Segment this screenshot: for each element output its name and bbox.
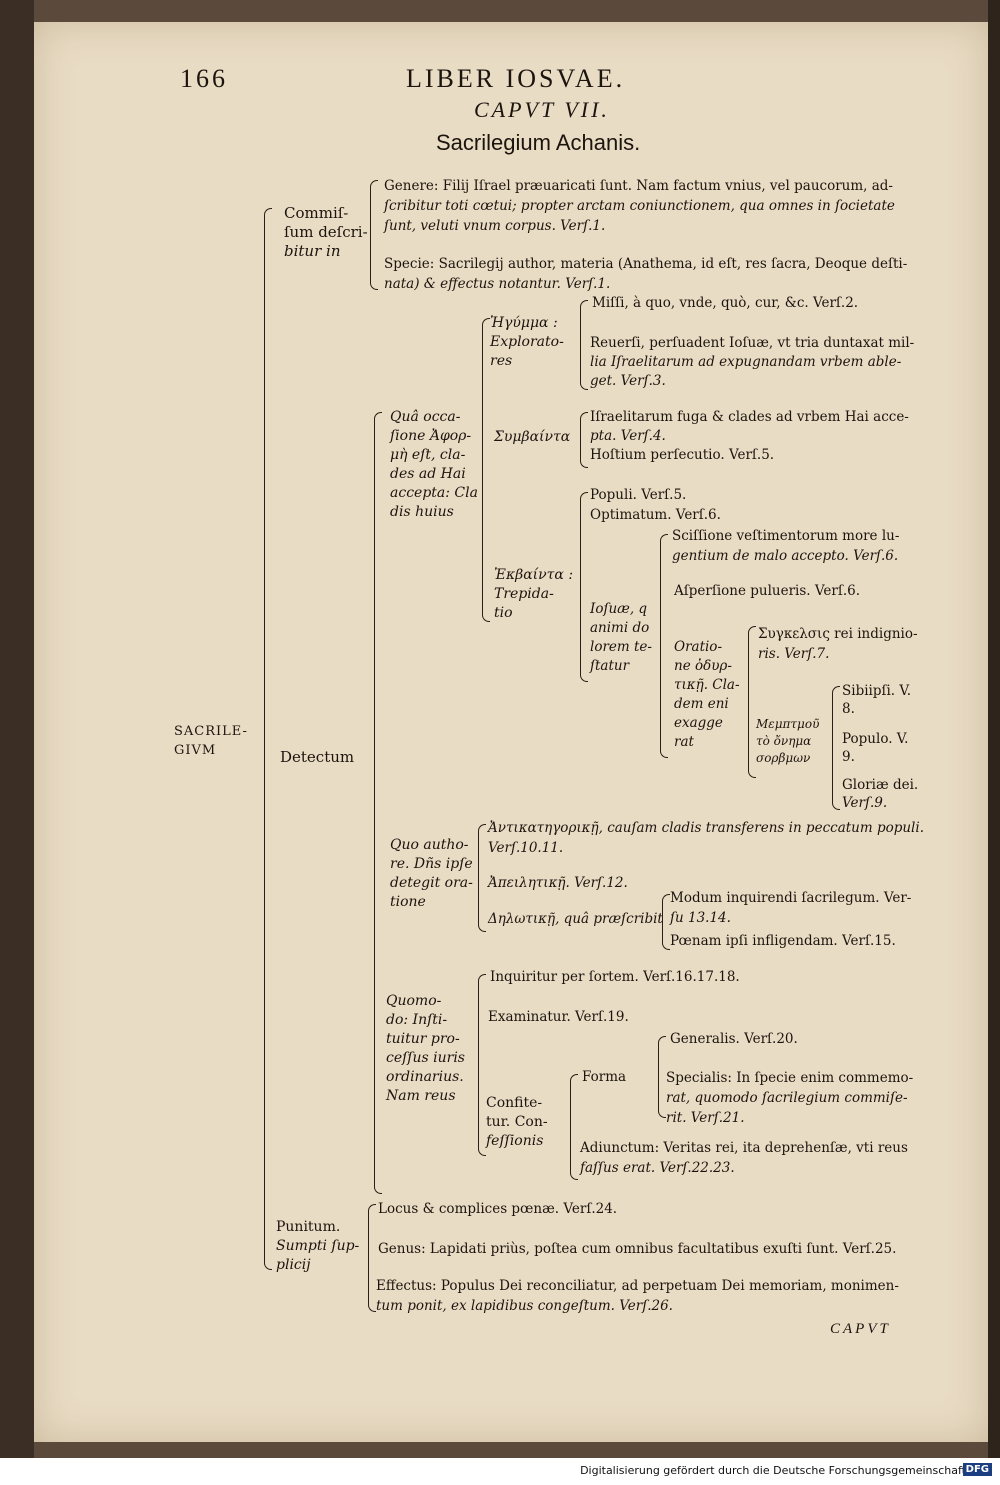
generalis-text: Generalis. Verſ.20.	[670, 1031, 798, 1047]
examinatur-text: Examinatur. Verſ.19.	[488, 1009, 629, 1025]
locus-text: Locus & complices pœnæ. Verſ.24.	[378, 1201, 618, 1217]
bracket-quomodo	[478, 974, 486, 1156]
commissum-label: Commiſ- ſum deſcri- bitur in	[284, 204, 368, 260]
ekbainta-label: Ἐκβαίντα :Trepida-tio	[494, 567, 574, 621]
delotike-label: Δηλωτικῇ, quâ præſcribit	[488, 911, 663, 927]
bracket-oratione	[748, 626, 756, 778]
genere-text: Genere: Filij Iſrael præuaricati ſunt. N…	[384, 178, 895, 234]
footer-bar: Digitalisierung gefördert durch die Deut…	[0, 1458, 1000, 1485]
catchword: CAPVT	[830, 1321, 891, 1337]
bracket-quo-authore	[478, 824, 486, 932]
effectus-text: Effectus: Populus Dei reconciliatur, ad …	[376, 1278, 899, 1314]
page-edge	[988, 0, 1000, 1485]
chapter-heading: CAPVT VII.	[474, 97, 610, 122]
missi-text: Miſſi, à quo, vnde, quò, cur, &c. Verſ.2…	[592, 295, 859, 311]
quomodo-label: Quomo-do: Inſti- tuitur pro-ceſſus iuris…	[386, 993, 465, 1104]
bracket-ekbainta	[580, 492, 588, 682]
specie-text: Specie: Sacrilegij author, materia (Anat…	[384, 256, 908, 292]
book-binding	[0, 0, 34, 1485]
inquiritur-text: Inquiritur per ſortem. Verſ.16.17.18.	[490, 969, 740, 985]
bracket-qua-occasione	[482, 318, 490, 622]
footer-text: Digitalisierung gefördert durch die Deut…	[580, 1464, 966, 1477]
detectum-label: Detectum	[280, 748, 355, 766]
bracket-detectum	[374, 412, 382, 1194]
quo-authore-label: Quo autho-re. Dñs ipſe detegit ora-tione	[390, 837, 473, 910]
bracket-iosuae	[660, 534, 668, 758]
reuersi-text: Reuerſi, perſuadent Ioſuæ, vt tria dunta…	[590, 335, 915, 389]
confitetur-label: Confite-tur. Con-feſſionis	[486, 1095, 548, 1149]
scissione-text: Sciſſione veſtimentorum more lu-gentium …	[672, 528, 900, 564]
symbainta-label: Συμβαίντα	[494, 429, 571, 445]
root-label: SACRILE-GIVM	[174, 724, 248, 758]
populi-text: Populi. Verſ.5.	[590, 487, 687, 503]
page-number: 166	[180, 64, 228, 93]
book-page: 166 LIBER IOSVAE. CAPVT VII. Sacrilegium…	[34, 22, 988, 1442]
bracket-memptmou	[832, 686, 840, 810]
dfg-logo: DFG	[962, 1463, 992, 1476]
specialis-text: Specialis: In ſpecie enim commemo-rat, q…	[666, 1070, 914, 1126]
synkelsis-text: Συγκελσις rei indignio-ris. Verſ.7.	[758, 626, 918, 662]
sibi-text: Sibiipſi. V.8.	[842, 683, 912, 717]
populo-text: Populo. V.9.	[842, 731, 909, 765]
exploratores-label: Ἠγύμμα :Explorato-res	[490, 315, 564, 369]
qua-occasione-label: Quâ occa-ſione Ἀφορ- μὴ eſt, cla-des ad …	[390, 409, 478, 520]
bracket-symbainta	[580, 412, 588, 468]
adiunctum-text: Adiunctum: Veritas rei, ita deprehenſæ, …	[580, 1140, 908, 1176]
anti-text: Ἀντικατηγορικῇ, cauſam cladis transferen…	[488, 820, 924, 856]
genus-text: Genus: Lapidati priùs, poſtea cum omnibu…	[378, 1241, 897, 1257]
bracket-exploratores	[580, 300, 588, 390]
bracket-commissum	[370, 180, 378, 290]
punitum-label: Punitum.Sumpti ſup-plicij	[276, 1219, 360, 1273]
gloriae-text: Gloriæ dei.Verſ.9.	[842, 777, 919, 811]
bracket-forma	[658, 1036, 666, 1118]
modum-text: Modum inquirendi ſacrilegum. Ver-ſu 13.1…	[670, 890, 912, 926]
running-title: LIBER IOSVAE.	[406, 64, 626, 93]
aspersione-text: Aſperſione pulueris. Verſ.6.	[674, 583, 860, 599]
page-title: Sacrilegium Achanis.	[436, 130, 641, 155]
hostium-text: Hoſtium perſecutio. Verſ.5.	[590, 447, 775, 463]
bracket-punitum	[368, 1204, 376, 1312]
poenam-text: Pœnam ipſi infligendam. Verſ.15.	[670, 933, 896, 949]
oratione-label: Oratio-ne ὀδυρ- τικῇ. Cla-dem eni exagge…	[674, 639, 740, 750]
apeilitike-text: Ἀπειλητικῇ. Verſ.12.	[488, 875, 628, 891]
bracket-root	[264, 208, 272, 1270]
forma-label: Forma	[582, 1069, 627, 1085]
bracket-confitetur	[570, 1074, 578, 1180]
optimatum-text: Optimatum. Verſ.6.	[590, 507, 721, 523]
bracket-delotike	[662, 894, 670, 950]
fuga-text: Iſraelitarum fuga & clades ad vrbem Hai …	[590, 409, 909, 444]
